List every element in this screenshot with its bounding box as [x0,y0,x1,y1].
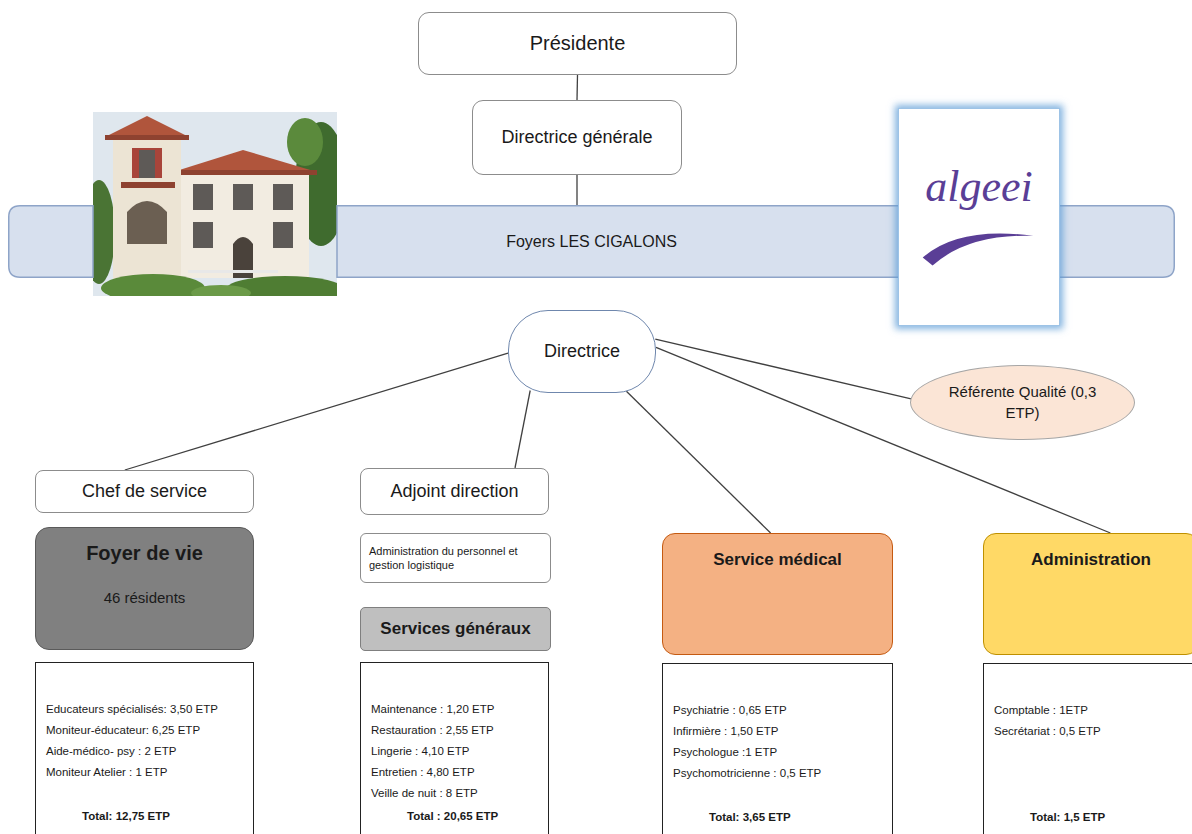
unit-box: Service médical [662,533,893,655]
staff-line: Secrétariat : 0,5 ETP [994,721,1101,742]
building-photo [93,112,337,296]
quality-ellipse: Référente Qualité (0,3 ETP) [910,365,1135,440]
node-label: Foyers LES CIGALONS [506,233,677,251]
unit-box: Foyer de vie 46 résidents [35,527,254,650]
band-shape [9,206,93,278]
staff-list-box: Comptable : 1ETPSecrétariat : 0,5 ETP Tot… [983,663,1192,834]
tree [287,118,323,166]
node-label: Services généraux [380,619,530,639]
director-general-box: Directrice générale [472,100,682,175]
window [273,222,293,248]
staff-line: Comptable : 1ETP [994,700,1088,721]
staff-line: Psychomotricienne : 0,5 ETP [673,763,821,784]
staff-line: Maintenance : 1,20 ETP [371,699,494,720]
service-head-box: Chef de service [35,470,254,513]
node-label: Administration du personnel et gestion l… [369,544,527,573]
logo-swoosh [899,109,1059,325]
tower-wall [113,134,181,280]
staff-list-box: Maintenance : 1,20 ETPRestauration : 2,5… [360,662,549,834]
total-line: Total: 12,75 ETP [46,806,170,827]
staff-line: Veille de nuit : 8 ETP [371,783,478,804]
unit-box: Administration [983,533,1192,655]
mission-box: Administration du personnel et gestion l… [360,533,551,583]
org-connector [655,339,911,399]
node-label: 46 résidents [104,589,186,606]
bush [101,274,205,296]
total-line: Total: 3,65 ETP [673,807,791,828]
org-connector [515,391,530,469]
staff-line: Infirmière : 1,50 ETP [673,721,778,742]
node-label: Foyer de vie [86,542,203,565]
sky [93,112,337,296]
node-label: Directrice générale [501,127,652,148]
fence [188,270,278,273]
org-connector [626,391,770,533]
staff-list-box: Psychiatrie : 0,65 ETPInfirmière : 1,50 … [662,663,893,834]
eave [105,135,189,140]
window [273,184,293,210]
arched-window [127,201,167,244]
org-connector [576,75,578,100]
node-label: Chef de service [82,481,207,502]
logo-box: algeei [898,108,1060,326]
node-label: Adjoint direction [390,481,518,502]
roof [173,150,317,172]
staff-line: Aide-médico- psy : 2 ETP [46,741,176,762]
staff-line: Psychologue :1 ETP [673,742,777,763]
director-node: Directrice [508,310,656,393]
node-label: Administration [1031,550,1151,570]
balcony [121,182,175,188]
org-connector [576,175,577,205]
eave [173,170,317,175]
window [193,184,213,210]
deputy-box: Adjoint direction [360,468,549,515]
staff-line: Moniteur Atelier : 1 ETP [46,762,167,783]
total-line: Total: 1,5 ETP [994,807,1105,828]
tower-roof [105,116,189,137]
node-label: Présidente [530,32,626,55]
staff-line: Entretien : 4,80 ETP [371,762,475,783]
logo-swoosh-shape [923,233,1034,265]
total-line: Total : 20,65 ETP [371,806,498,827]
node-label: Référente Qualité (0,3 ETP) [948,382,1098,423]
staff-line: Psychiatrie : 0,65 ETP [673,700,787,721]
staff-line: Educateurs spécialisés: 3,50 ETP [46,699,218,720]
tree [93,180,115,284]
node-label: Service médical [713,550,842,570]
staff-line: Lingerie : 4,10 ETP [371,741,469,762]
shutter [132,148,162,178]
president-box: Présidente [418,12,737,75]
staff-list-box: Educateurs spécialisés: 3,50 ETPMoniteur… [35,662,254,834]
bush [191,285,251,296]
building-wall [181,170,309,278]
window [139,150,155,178]
org-connector [125,353,508,470]
node-label: algeei [925,161,1033,212]
staff-line: Moniteur-éducateur: 6,25 ETP [46,720,200,741]
staff-line: Restauration : 2,55 ETP [371,720,494,741]
window [193,222,213,248]
window [233,184,253,210]
unit-box: Services généraux [360,607,551,651]
node-label: Directrice [544,341,620,362]
